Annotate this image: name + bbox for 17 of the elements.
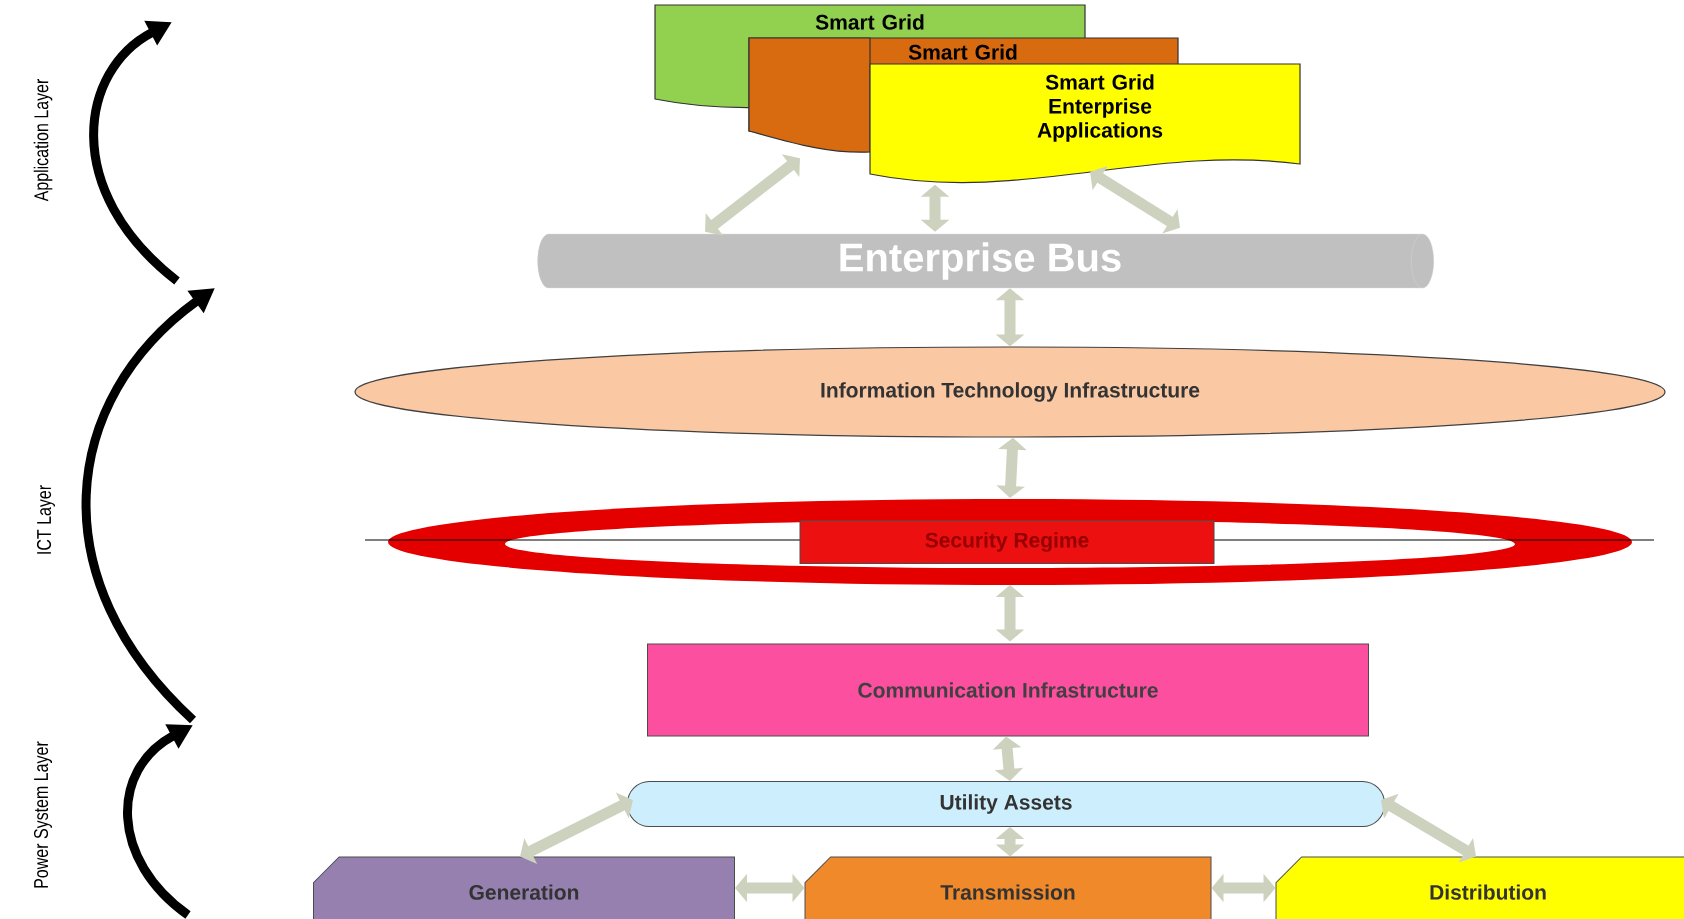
security-box: Security Regime bbox=[799, 520, 1215, 564]
layer-label: Power System Layer bbox=[33, 741, 53, 888]
chamfered-box: Transmission bbox=[804, 856, 1212, 919]
rounded-box: Utility Assets bbox=[627, 781, 1385, 827]
layer-label: ICT Layer bbox=[36, 485, 56, 554]
block-arrow bbox=[735, 873, 805, 903]
chamfered-box: Generation bbox=[313, 856, 735, 919]
chamfered-box: Distribution bbox=[1275, 856, 1684, 919]
block-arrow bbox=[995, 827, 1025, 857]
bus-cylinder: Enterprise Bus bbox=[537, 233, 1434, 289]
node-label: Smart Grid bbox=[908, 44, 1017, 60]
document-title: Smart Grid bbox=[815, 14, 924, 30]
block-arrow bbox=[705, 154, 800, 236]
block-arrow bbox=[520, 792, 633, 864]
layer-label: Application Layer bbox=[33, 78, 53, 202]
process-box: Communication Infrastructure bbox=[647, 643, 1369, 737]
block-arrow bbox=[995, 585, 1025, 642]
